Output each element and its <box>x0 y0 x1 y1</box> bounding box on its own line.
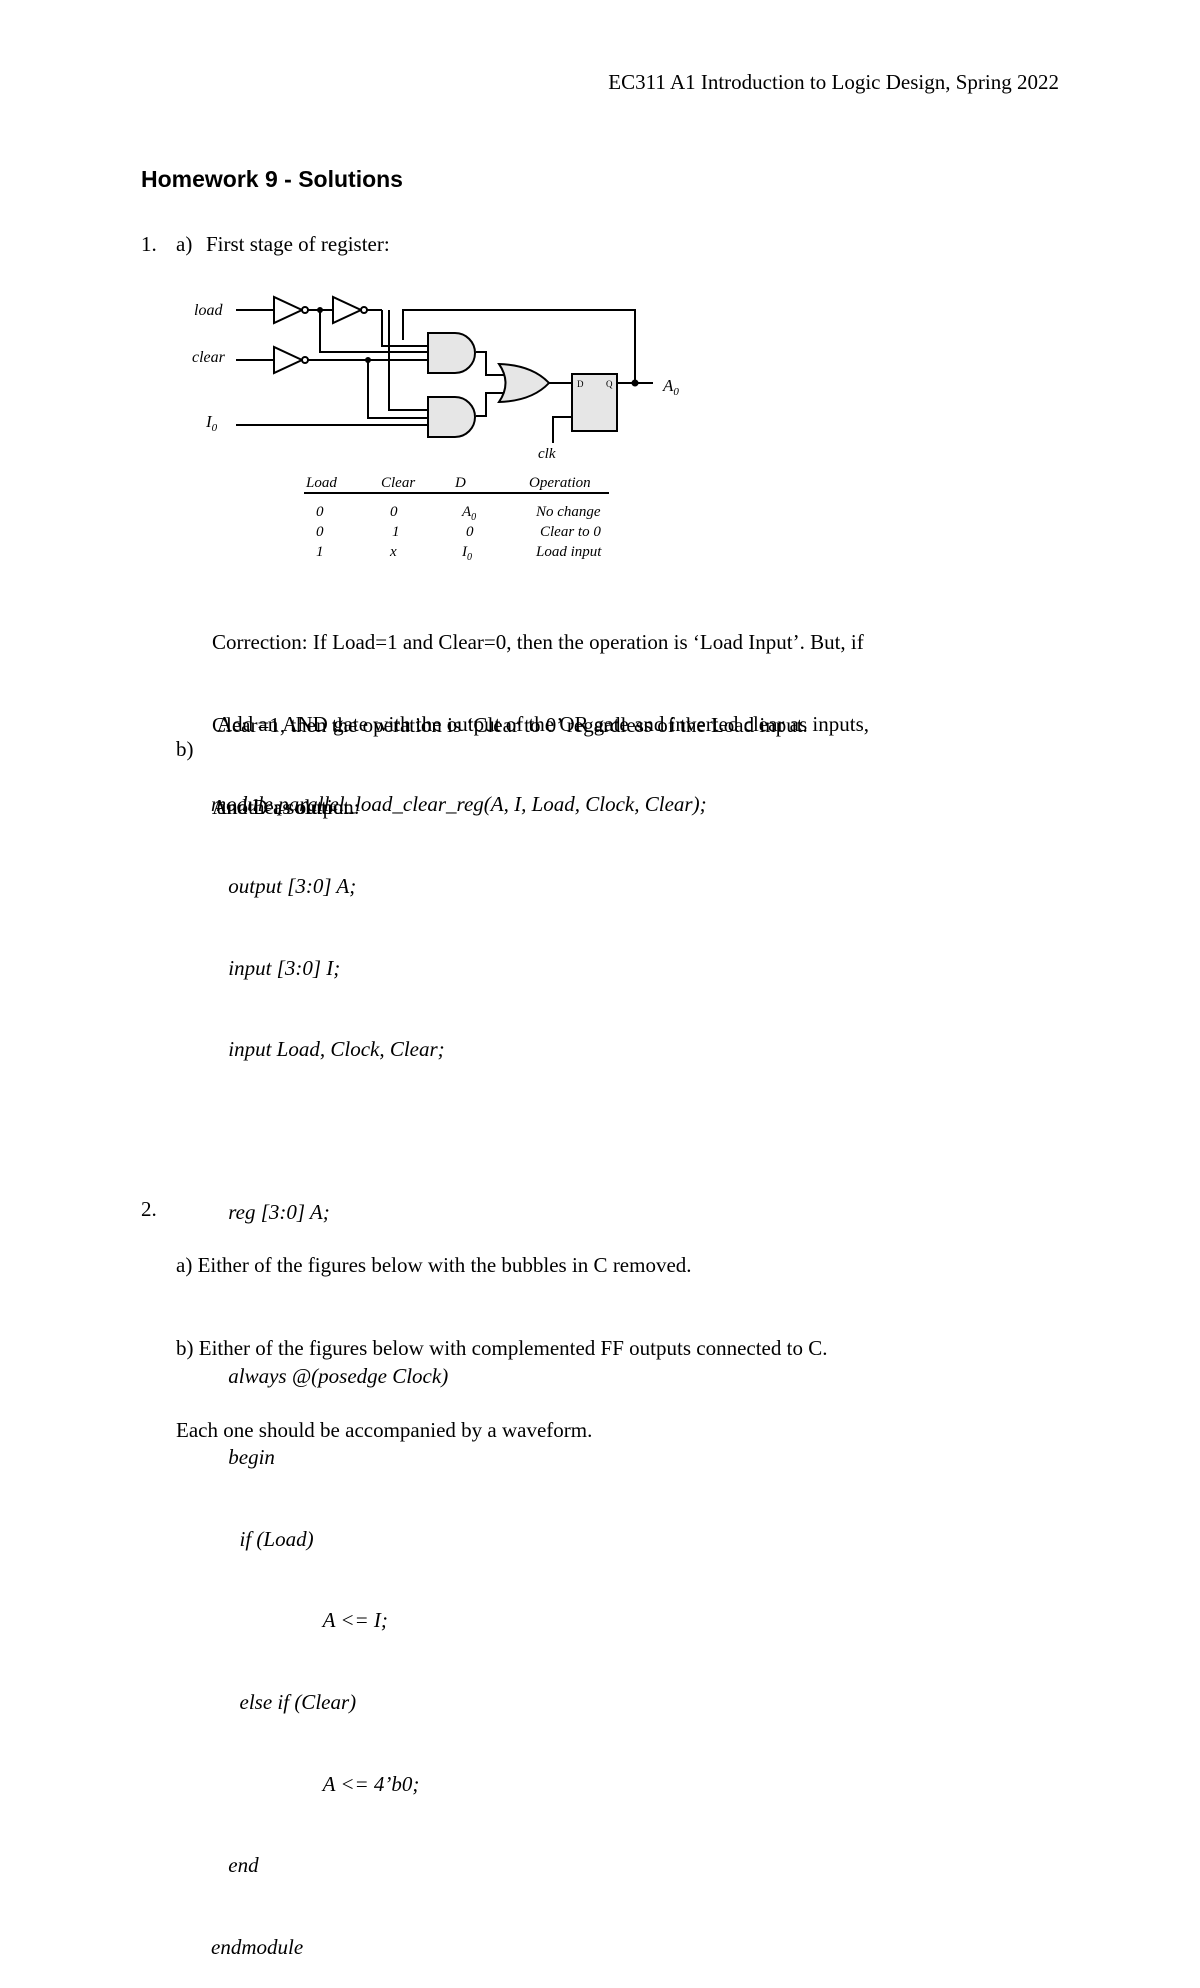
register-circuit-diagram: load clear I0 A0 clk <box>192 295 679 563</box>
text-line: b) Either of the figures below with comp… <box>176 1335 828 1360</box>
table-cell: x <box>389 544 397 560</box>
code-line: reg [3:0] A; <box>223 1200 330 1225</box>
course-header: EC311 A1 Introduction to Logic Design, S… <box>608 70 1059 94</box>
table-cell: 0 <box>316 524 324 540</box>
table-cell: 0 <box>466 524 474 540</box>
text-line: Correction: If Load=1 and Clear=0, then … <box>212 630 864 654</box>
table-cell: 0 <box>316 504 324 520</box>
buffer-gates <box>273 295 368 375</box>
page-title: Homework 9 - Solutions <box>141 166 403 192</box>
code-line: endmodule <box>211 1934 304 1959</box>
ff-q-label: Q <box>606 379 613 389</box>
code-line: output [3:0] A; <box>223 874 357 899</box>
code-line: end <box>223 1853 259 1878</box>
problem-2-text: a) Either of the figures below with the … <box>176 1197 827 1472</box>
table-cell: 1 <box>316 544 324 560</box>
text-line: Each one should be accompanied by a wave… <box>176 1418 593 1442</box>
input-labels: load clear I0 A0 clk <box>192 302 679 462</box>
table-cell: 0 <box>390 504 398 520</box>
and-gate-bottom <box>427 396 476 438</box>
code-line: input Load, Clock, Clear; <box>223 1037 445 1062</box>
table-cell: Clear to 0 <box>540 524 601 540</box>
part-a-label: a) <box>176 232 193 256</box>
text-line: Another solution: <box>212 795 360 819</box>
code-line: input [3:0] I; <box>223 955 341 980</box>
circuit-wires <box>236 309 653 443</box>
text-line: Clear=1, then the operation is ‘Clear to… <box>212 712 808 737</box>
code-line: module parallel_load_clear_reg(A, I, Loa… <box>211 792 707 817</box>
correction-block: Correction: If Load=1 and Clear=0, then … <box>212 574 864 849</box>
table-cell: No change <box>535 504 601 520</box>
code-line: begin <box>223 1445 275 1470</box>
text-line: Add an AND gate with the output of the O… <box>217 712 870 736</box>
and-gate-top <box>427 332 476 374</box>
part-b-label: b) <box>176 737 194 761</box>
code-line: else if (Clear) <box>229 1690 357 1715</box>
part-a-text: First stage of register: <box>206 232 390 256</box>
a0-output-label: A0 <box>662 376 679 398</box>
code-line <box>211 1118 707 1145</box>
table-header-clear: Clear <box>381 475 415 491</box>
problem-1-number: 1. <box>141 232 157 256</box>
d-flip-flop <box>571 373 618 432</box>
truth-table: Load Clear D Operation 0 0 A0 No change … <box>304 475 609 563</box>
code-line: A <= I; <box>281 1608 388 1633</box>
problem-2-number: 2. <box>141 1197 157 1221</box>
text-line: and D as output. <box>217 794 355 819</box>
table-header-load: Load <box>305 475 337 491</box>
ff-d-label: D <box>577 379 584 389</box>
text-line: a) Either of the figures below with the … <box>176 1253 692 1277</box>
clear-label: clear <box>192 349 226 366</box>
table-header-operation: Operation <box>529 475 591 491</box>
table-header-d: D <box>454 475 466 491</box>
code-line: always @(posedge Clock) <box>223 1363 449 1388</box>
load-label: load <box>194 302 223 319</box>
code-line: if (Load) <box>229 1526 314 1551</box>
table-cell: Load input <box>535 544 602 560</box>
or-gate <box>497 362 551 404</box>
code-line: A <= 4’b0; <box>281 1771 420 1796</box>
clk-label: clk <box>538 446 556 462</box>
i0-label: I0 <box>205 412 218 434</box>
another-solution-block: Add an AND gate with the output of the O… <box>217 656 869 849</box>
table-cell: I0 <box>461 544 472 563</box>
table-cell: 1 <box>392 524 400 540</box>
table-cell: A0 <box>461 504 476 523</box>
